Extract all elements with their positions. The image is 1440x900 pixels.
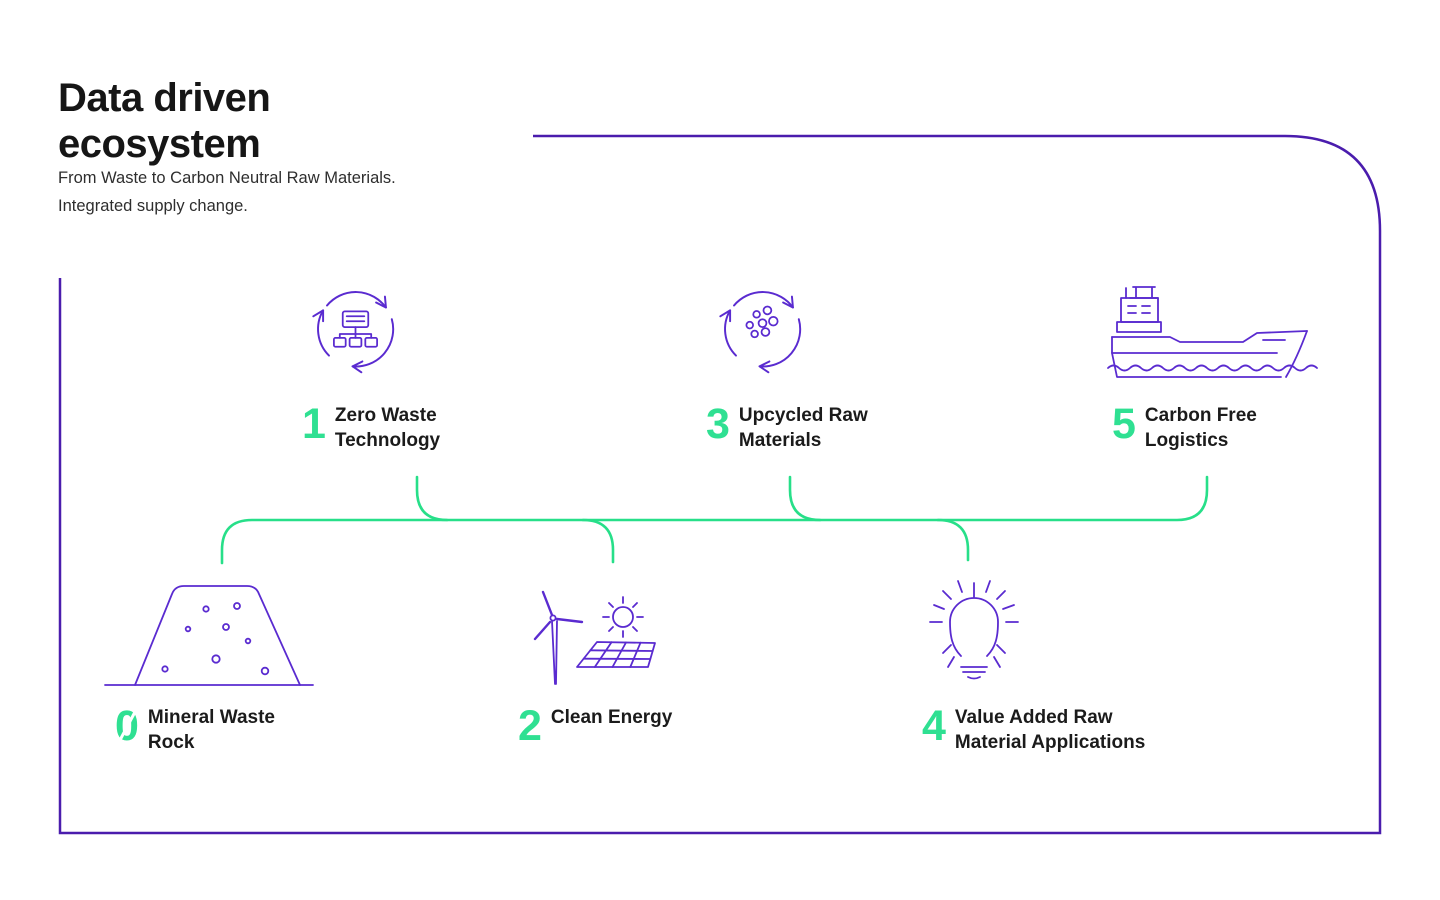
step-1-caption: 1 Zero Waste Technology [302, 402, 440, 453]
step-5-number: 5 [1112, 400, 1136, 448]
cargo-ship-icon [1107, 286, 1318, 378]
connector-branch-step4 [936, 518, 970, 562]
step-4-number: 4 [922, 702, 946, 750]
step-0-caption: 0 Mineral Waste Rock [115, 704, 275, 755]
page-title: Data driven ecosystem [58, 75, 271, 166]
step-1-label: Zero Waste Technology [334, 405, 441, 451]
step-4-caption: 4 Value Added Raw Material Applications [922, 704, 1145, 755]
step-1-number: 1 [302, 400, 326, 448]
step-5-caption: 5 Carbon Free Logistics [1112, 402, 1257, 453]
mineral-waste-pile-icon [104, 585, 314, 686]
step-5-label: Carbon Free Logistics [1144, 405, 1257, 451]
step-2-label: Clean Energy [550, 707, 673, 728]
wind-solar-icon [533, 590, 656, 685]
connector-branch-step2 [581, 518, 615, 564]
connector-branch-step1 [415, 475, 449, 522]
step-4-label: Value Added Raw Material Applications [954, 707, 1146, 753]
step-3-caption: 3 Upcycled Raw Materials [706, 402, 868, 453]
recycle-flowchart-icon [312, 291, 395, 374]
step-3-label: Upcycled Raw Materials [738, 405, 868, 451]
recycle-particles-icon [719, 291, 802, 374]
step-0-number: 0 [115, 704, 139, 748]
step-2-number: 2 [518, 702, 542, 750]
subtitle-line-2: Integrated supply change. [58, 196, 248, 215]
step-0-label: Mineral Waste Rock [147, 707, 275, 753]
step-2-caption: 2 Clean Energy [518, 704, 672, 748]
connector-branch-step3 [788, 475, 822, 522]
page-subtitle: From Waste to Carbon Neutral Raw Materia… [58, 165, 518, 220]
subtitle-line-1: From Waste to Carbon Neutral Raw Materia… [58, 169, 396, 187]
lightbulb-icon [929, 580, 1019, 680]
step-3-number: 3 [706, 400, 730, 448]
connector-spine [220, 475, 1209, 565]
